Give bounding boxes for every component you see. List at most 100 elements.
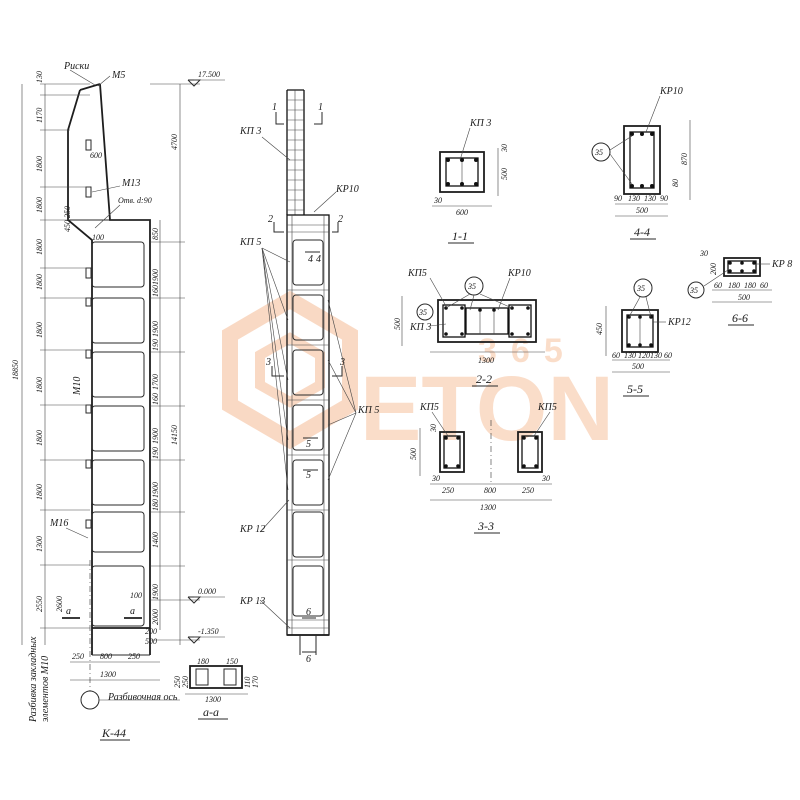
reinf-label-kp5-b: КП 5 (357, 405, 379, 416)
reinf-label-kr12: КР 12 (239, 524, 265, 535)
reinf-opening-2 (292, 294, 324, 341)
dim-mid-3: 160 (151, 393, 160, 405)
s66-circle-text: 35 (689, 286, 698, 295)
dim-left-8: 1800 (35, 430, 44, 446)
opening-1 (91, 241, 145, 288)
embed-mark-8 (85, 519, 92, 529)
reinf-opening-3 (292, 349, 324, 396)
section-aa-dim-4: 110 (243, 677, 252, 688)
s33-bar-2 (456, 436, 460, 440)
dim-right-5: 1400 (151, 532, 160, 548)
s55-circle-leader-2 (645, 296, 652, 318)
s44-bar-3 (630, 184, 634, 188)
s55-label: КР12 (667, 317, 691, 328)
dim-left-12: 2600 (55, 596, 64, 612)
s11-bar-1 (446, 158, 450, 162)
cut-1-left (275, 112, 284, 125)
watermark-logo-inner (255, 332, 325, 408)
s44-bar-6 (640, 184, 644, 188)
dim-right-3: 1900 (151, 428, 160, 444)
leader-kp5-a (261, 247, 291, 263)
s44-dim-0: 90 (614, 194, 622, 203)
s55-dim-6: 450 (595, 323, 604, 335)
s44-dim-2: 130 (644, 194, 656, 203)
s55-bar-5 (638, 343, 642, 347)
dim-left-10: 1300 (35, 536, 44, 552)
level-top-text: 17.500 (198, 70, 220, 79)
s33-dim-2: 800 (484, 486, 496, 495)
s66-circle-leader (703, 269, 729, 287)
label-hole: Отв. d:90 (118, 196, 152, 205)
s22-bar-3 (444, 332, 448, 336)
dim-mid-5: 180 (151, 499, 160, 511)
s22-leader-kp5 (429, 277, 447, 307)
dim-ticks-right (150, 83, 200, 641)
stirrups-top (287, 99, 304, 211)
cut-1-right (314, 112, 323, 125)
s55-dim-5: 500 (632, 362, 644, 371)
opening-3 (91, 351, 145, 398)
leader-kr10 (313, 191, 337, 213)
s44-circle-leader-2 (609, 153, 633, 185)
embed-mark-5 (85, 349, 92, 359)
vertical-note-2: элементов М10 (40, 656, 51, 722)
reinf-opening-7 (292, 565, 324, 617)
dim-mid-7: 200 (145, 627, 157, 636)
s22-bar-9 (478, 308, 482, 312)
cut-5-bottom-text: 5 (306, 470, 311, 481)
s55-circle-text: 35 (636, 284, 645, 293)
dim-100-text: 100 (92, 233, 104, 242)
reinf-opening-4 (292, 404, 324, 451)
s55-outline (621, 309, 659, 353)
dim-450-text: 450 250 (63, 206, 72, 232)
s22-leader-kr10 (497, 277, 511, 311)
s33-right-outline (517, 431, 543, 473)
cut-3-right-text: 3 (339, 357, 345, 368)
cut-3-left (271, 366, 284, 377)
s22-bar-4 (460, 332, 464, 336)
s11-bar-4 (474, 182, 478, 186)
s55-circle (633, 278, 653, 298)
base-dim-1: 800 (100, 652, 112, 661)
s55-title: 5-5 (627, 382, 643, 396)
column-elevation: Риски М5 М13 Отв. d:90 М10 М16 17.500 0.… (11, 61, 225, 741)
section-aa-dim-3: 250 (181, 676, 190, 688)
s22-bar-8 (526, 332, 530, 336)
watermark: ETON 365 (222, 290, 614, 460)
s22-circle-leader-2 (469, 294, 475, 311)
s33-dim-1: 250 (442, 486, 454, 495)
dim-left-5: 1800 (35, 274, 44, 290)
s66-dim-5: 200 (709, 263, 718, 275)
s22-title: 2-2 (476, 372, 492, 386)
s66-title: 6-6 (732, 311, 748, 325)
leader-kp3 (261, 136, 291, 161)
s33-dim-5: 1300 (480, 503, 496, 512)
s44-dim-3: 90 (660, 194, 668, 203)
s33-bar-8 (534, 464, 538, 468)
s22-label-kp3: КП 3 (409, 322, 431, 333)
section-aa-title: а-а (203, 705, 219, 719)
s55-bar-2 (638, 315, 642, 319)
s22-cage-left (442, 304, 466, 338)
label-m16: М16 (49, 518, 68, 529)
diagonal-leaders (261, 247, 357, 491)
elevation-title: К-44 (101, 726, 126, 740)
s22-circle-text: 35 (467, 282, 476, 291)
dim-left-7: 1800 (35, 377, 44, 393)
dim-mid-2: 190 (151, 339, 160, 351)
cut-3-right (332, 366, 343, 377)
s55-dim-3: 130 (650, 351, 662, 360)
dim-right-7: 2000 (151, 609, 160, 625)
s33-dim-7: 30 (429, 424, 438, 433)
dim-left-9: 1800 (35, 484, 44, 500)
watermark-logo-shape (222, 290, 358, 450)
s44-dim-1: 130 (628, 194, 640, 203)
dim-600-text: 600 (90, 151, 102, 160)
s33-bar-6 (534, 436, 538, 440)
leader-kp5-b (327, 412, 357, 426)
s44-bar-1 (630, 132, 634, 136)
s66-bar-4 (728, 269, 732, 273)
column-outline-left (67, 89, 93, 655)
dim-right-6: 1900 (151, 584, 160, 600)
embed-mark-3 (85, 267, 92, 279)
